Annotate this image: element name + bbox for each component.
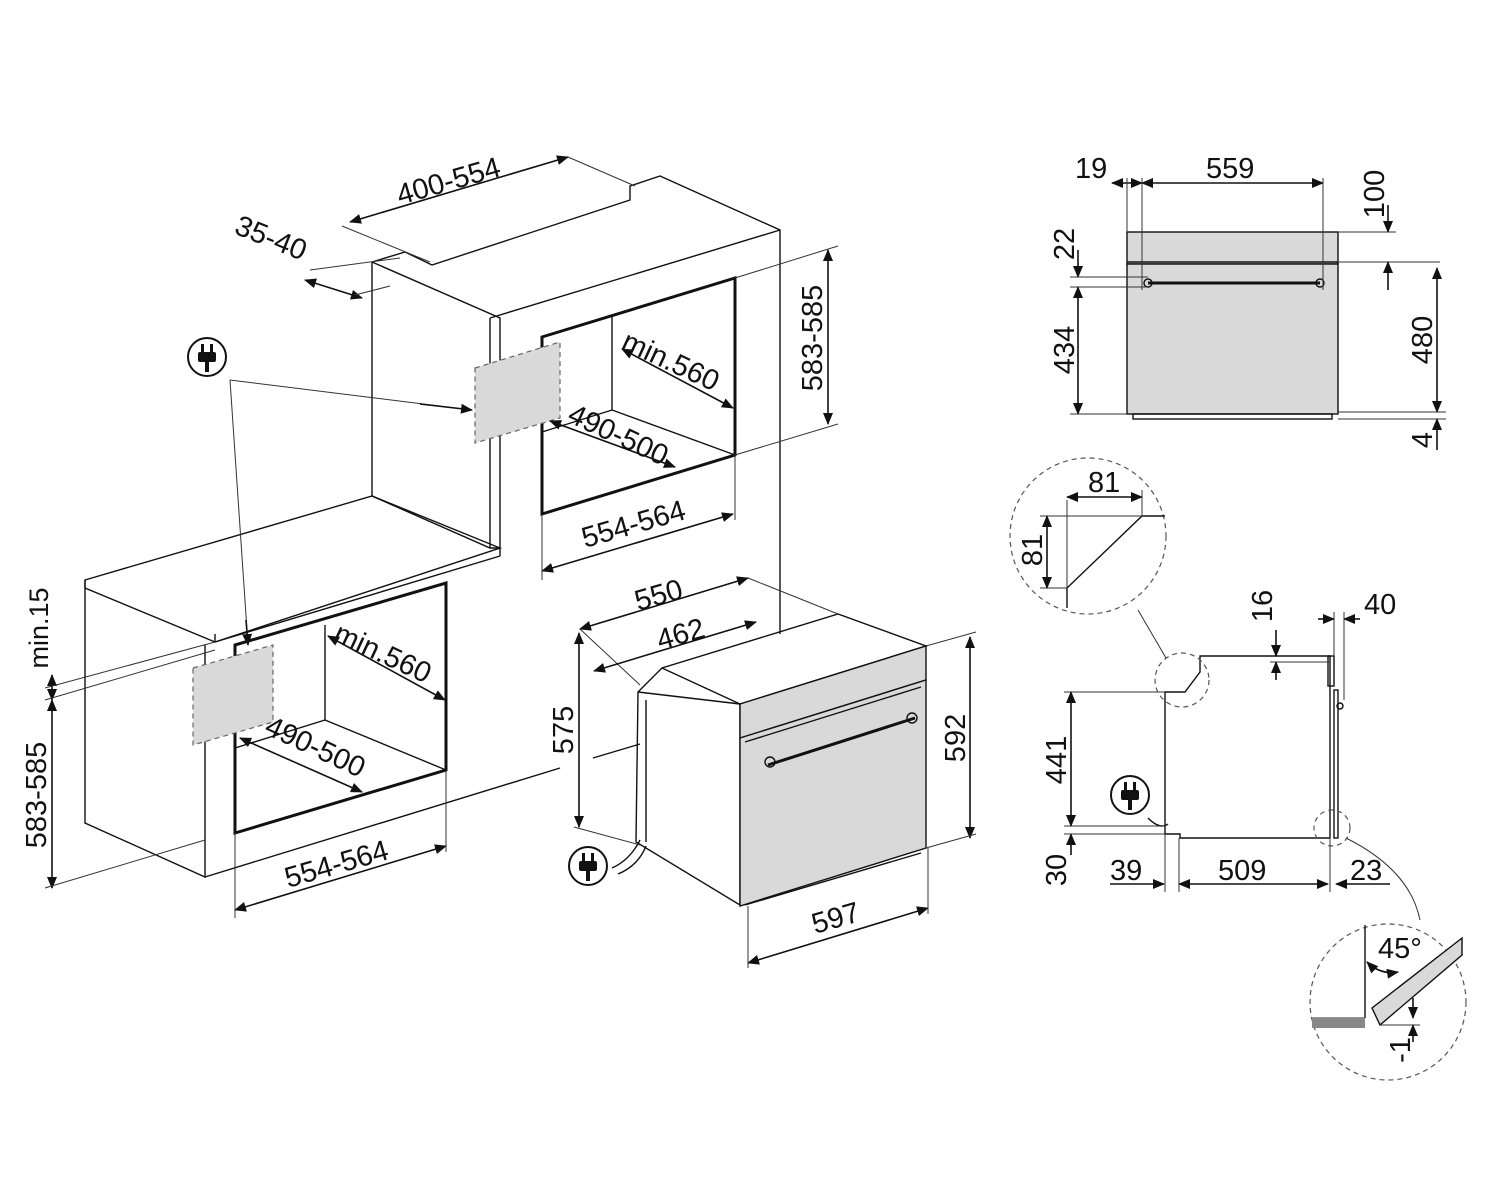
dimension-lines — [44, 155, 1446, 1042]
label-front-panel: 22 — [1049, 228, 1081, 260]
label-side-front: 40 — [1364, 589, 1396, 621]
label-side-depth: 509 — [1218, 855, 1266, 887]
label-front-side: 19 — [1075, 153, 1107, 185]
label-door-angle: 45° — [1378, 933, 1422, 965]
lower-cabinet — [84, 495, 641, 879]
oven-front-view — [1126, 231, 1339, 420]
label-upper-height: 583-585 — [797, 285, 829, 391]
label-front-height: 480 — [1407, 316, 1439, 364]
label-upper-back-gap: 35-40 — [230, 210, 311, 267]
label-front-bottom: 4 — [1407, 432, 1439, 448]
label-oven-body-height: 575 — [548, 706, 580, 754]
label-chamfer-vertical: 81 — [1017, 534, 1049, 566]
label-upper-inner-height: 490-500 — [563, 398, 673, 472]
label-upper-inner-depth: min.560 — [617, 325, 724, 398]
plug-icon — [568, 846, 608, 886]
label-side-back: 39 — [1110, 855, 1142, 887]
label-oven-height: 592 — [940, 714, 972, 762]
label-front-door: 434 — [1049, 326, 1081, 374]
oven-iso — [611, 613, 929, 907]
label-lower-inner-depth: min.560 — [329, 617, 436, 690]
label-worktop-gap: min.15 — [24, 587, 54, 668]
label-upper-depth-top: 400-554 — [393, 152, 504, 212]
label-side-door: 23 — [1350, 855, 1382, 887]
label-lower-height: 583-585 — [21, 742, 53, 848]
label-oven-depth: 550 — [631, 574, 686, 618]
label-lower-inner-height: 490-500 — [260, 710, 370, 784]
label-door-offset: -1 — [1385, 1037, 1417, 1063]
detail-chamfer — [1009, 457, 1167, 615]
oven-side-view — [1137, 609, 1421, 921]
plug-icon — [187, 337, 227, 377]
label-side-top-gap: 16 — [1247, 590, 1279, 622]
label-side-height: 441 — [1041, 736, 1073, 784]
detail-door — [1309, 923, 1467, 1081]
label-front-top: 100 — [1359, 170, 1391, 218]
plug-icon — [1110, 775, 1150, 815]
label-lower-width: 554-564 — [281, 835, 392, 895]
label-chamfer-horizontal: 81 — [1088, 467, 1120, 499]
lower-socket-area — [192, 644, 274, 746]
label-front-width: 559 — [1206, 153, 1254, 185]
label-upper-width: 554-564 — [578, 495, 689, 555]
label-side-bottom: 30 — [1041, 854, 1073, 886]
label-oven-body-depth: 462 — [653, 613, 708, 657]
label-oven-width: 597 — [808, 897, 863, 941]
